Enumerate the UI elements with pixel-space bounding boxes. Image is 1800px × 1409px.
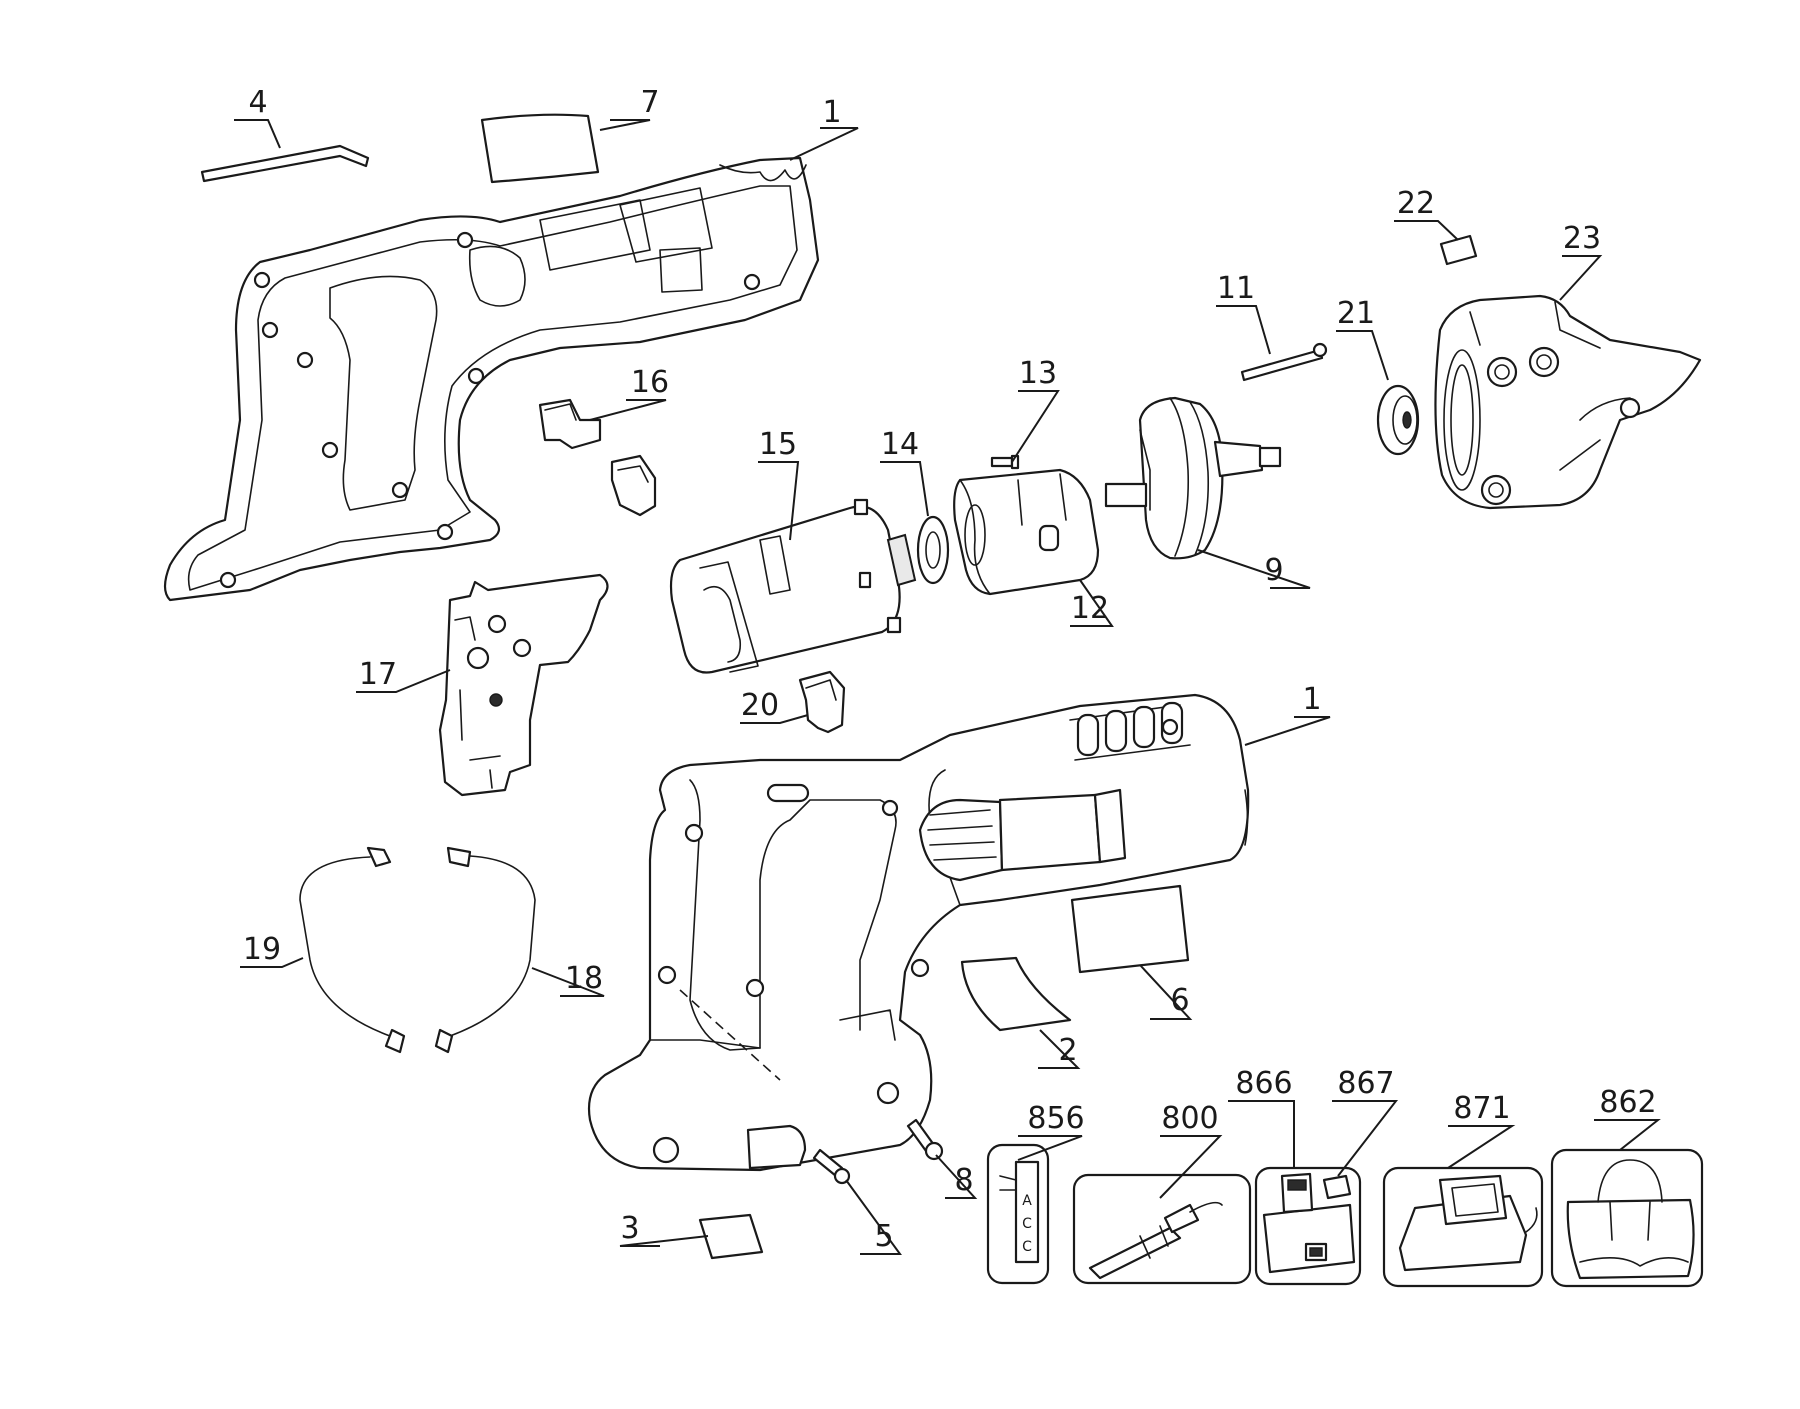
label-19: 19 [243,932,281,967]
accessory-867-cap [1322,1174,1352,1200]
part-9-gearbox [1104,396,1282,560]
acc-letter-c2: C [1022,1239,1032,1255]
label-1-bottom: 1 [1302,682,1321,717]
label-6: 6 [1170,983,1189,1018]
part-22-tab [1439,234,1478,266]
part-18-wire [434,846,536,1054]
accessory-862-box [1550,1148,1704,1288]
part-12-gear-case [953,468,1100,596]
label-1-top: 1 [822,95,841,130]
label-2: 2 [1058,1033,1077,1068]
label-15: 15 [759,427,797,462]
part-11-pin [1240,342,1328,382]
part-1-housing-assembled [587,693,1250,1172]
part-14-washer [916,515,950,585]
part-6-label [1070,884,1190,974]
part-16-bracket [610,454,657,517]
label-13: 13 [1019,356,1057,391]
part-4-hex-key [200,144,370,183]
label-862: 862 [1599,1085,1656,1120]
label-20: 20 [741,688,779,723]
part-8-screw [906,1118,944,1161]
label-21: 21 [1337,296,1375,331]
part-19-wire [299,846,406,1054]
part-labels: 4 7 1 22 23 11 21 16 13 15 14 9 12 17 20… [243,85,1657,1254]
label-17: 17 [359,657,397,692]
acc-letter-c1: C [1022,1216,1032,1232]
label-9: 9 [1264,553,1283,588]
accessory-800-box [1072,1173,1252,1285]
label-16: 16 [631,365,669,400]
label-4: 4 [248,85,267,120]
label-866: 866 [1235,1066,1292,1101]
label-11: 11 [1217,271,1255,306]
part-1-housing-left-half [163,156,820,602]
label-856: 856 [1027,1101,1084,1136]
label-12: 12 [1071,591,1109,626]
accessory-871-box [1382,1166,1544,1288]
label-867: 867 [1337,1066,1394,1101]
part-16-clip [538,398,602,450]
label-800: 800 [1161,1101,1218,1136]
accessory-856-box: A C C [986,1143,1050,1285]
part-23-shear-head [1434,294,1702,510]
part-21-bearing [1376,384,1420,456]
label-14: 14 [881,427,919,462]
part-5-screw [812,1148,851,1185]
label-3: 3 [620,1211,639,1246]
label-871: 871 [1453,1091,1510,1126]
label-22: 22 [1397,186,1435,221]
label-8: 8 [954,1163,973,1198]
acc-letter-a: A [1022,1193,1032,1209]
part-7-label [480,113,600,184]
label-7: 7 [640,85,659,120]
leader-lines [234,119,1661,1255]
part-20-clip [798,670,846,734]
label-23: 23 [1563,221,1601,256]
label-18: 18 [565,961,603,996]
part-3-label [698,1213,764,1260]
part-2-label [960,956,1072,1032]
label-5: 5 [874,1219,893,1254]
part-17-switch [438,573,609,797]
part-15-motor [669,498,917,674]
